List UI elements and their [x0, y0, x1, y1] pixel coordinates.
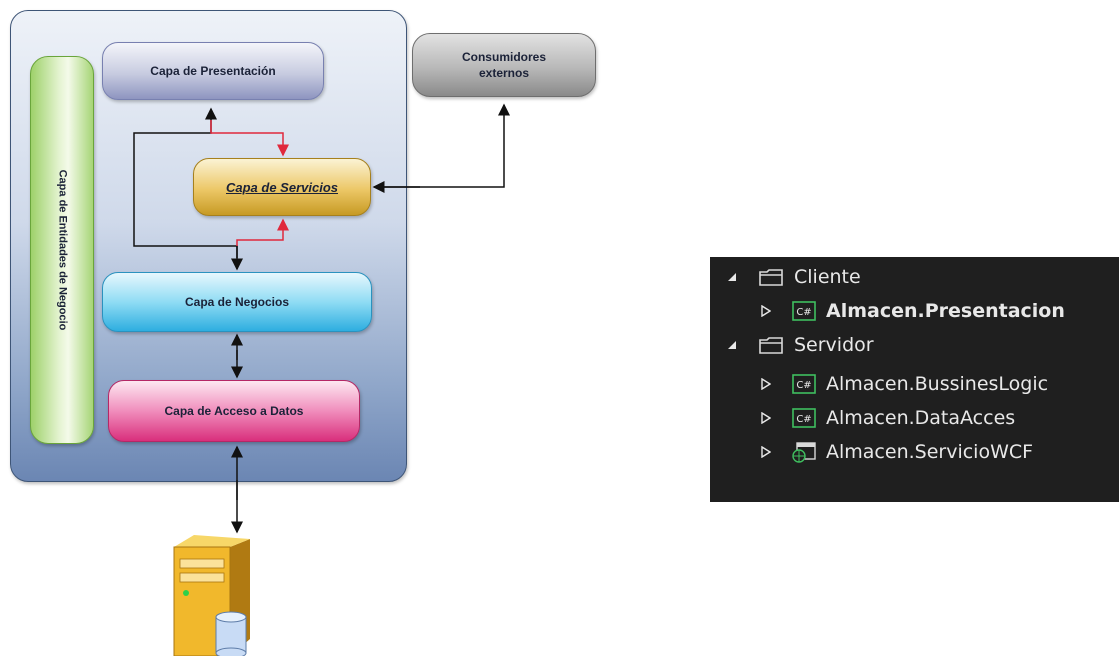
- tree-project-label: Almacen.ServicioWCF: [826, 441, 1034, 463]
- servicios-layer-box: Capa de Servicios: [193, 158, 371, 216]
- presentacion-layer-box: Capa de Presentación: [102, 42, 324, 100]
- csharp-project-icon: C#: [792, 374, 816, 394]
- tree-project-label: Almacen.BussinesLogic: [826, 373, 1049, 395]
- svg-text:C#: C#: [796, 307, 811, 318]
- csharp-project-icon: C#: [792, 301, 816, 321]
- svg-text:C#: C#: [796, 414, 811, 425]
- externos-label-line1: Consumidores: [461, 50, 546, 64]
- externos-box: Consumidores externos: [412, 33, 596, 97]
- tree-folder-label: Servidor: [794, 334, 874, 356]
- datos-layer-label: Capa de Acceso a Datos: [164, 404, 304, 418]
- externos-label-line2: externos: [478, 66, 529, 80]
- folder-icon: [758, 335, 784, 355]
- presentacion-to-servicios-arrow: [210, 120, 289, 157]
- tree-folder-servidor[interactable]: Servidor: [722, 328, 874, 362]
- servicios-layer-label: Capa de Servicios: [226, 179, 338, 195]
- tree-project-bussineslogic[interactable]: C# Almacen.BussinesLogic: [756, 367, 1048, 401]
- collapsed-arrow-icon[interactable]: [756, 378, 776, 390]
- negocios-to-presentacion-arrow: [133, 107, 238, 258]
- negocios-layer-label: Capa de Negocios: [184, 295, 290, 309]
- svg-text:C#: C#: [796, 380, 811, 391]
- presentacion-layer-label: Capa de Presentación: [150, 64, 276, 78]
- solution-explorer-panel: Cliente C# Almacen.Presentacion Servidor…: [710, 257, 1119, 502]
- tree-folder-cliente[interactable]: Cliente: [722, 260, 861, 294]
- architecture-diagram: Capa de Entidades de Negocio Capa de Pre…: [10, 10, 596, 656]
- collapsed-arrow-icon[interactable]: [756, 412, 776, 424]
- tree-project-presentacion[interactable]: C# Almacen.Presentacion: [756, 294, 1065, 328]
- servicios-externos-connector: [380, 103, 510, 188]
- entidades-layer-box: Capa de Entidades de Negocio: [30, 56, 94, 444]
- web-project-icon: [792, 441, 816, 463]
- expanded-arrow-icon[interactable]: [722, 340, 742, 350]
- tree-project-dataacces[interactable]: C# Almacen.DataAcces: [756, 401, 1015, 435]
- folder-icon: [758, 267, 784, 287]
- tree-folder-label: Cliente: [794, 266, 861, 288]
- connector-arrows: [133, 103, 510, 534]
- database-server-icon: [173, 535, 250, 656]
- negocios-layer-box: Capa de Negocios: [102, 272, 372, 332]
- tree-project-label: Almacen.DataAcces: [826, 407, 1016, 429]
- tree-project-serviciowcf[interactable]: Almacen.ServicioWCF: [756, 435, 1033, 469]
- datos-layer-box: Capa de Acceso a Datos: [108, 380, 360, 442]
- collapsed-arrow-icon[interactable]: [756, 446, 776, 458]
- expanded-arrow-icon[interactable]: [722, 272, 742, 282]
- negocios-to-servicios-arrow: [236, 218, 289, 246]
- csharp-project-icon: C#: [792, 408, 816, 428]
- tree-project-label: Almacen.Presentacion: [826, 300, 1065, 322]
- collapsed-arrow-icon[interactable]: [756, 305, 776, 317]
